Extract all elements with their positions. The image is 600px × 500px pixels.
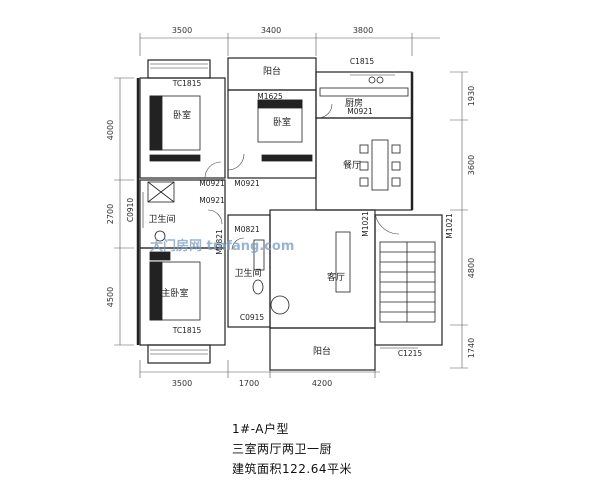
room-dining: 餐厅 — [343, 159, 361, 171]
code-door-entry-left: M1021 — [361, 211, 370, 237]
room-balcony-top: 阳台 — [263, 65, 281, 77]
room-bedroom-top-left: 卧室 — [173, 109, 191, 121]
code-door-b: M0921 — [234, 179, 260, 188]
walls — [136, 57, 443, 371]
dim-left-1: 4000 — [106, 120, 115, 140]
code-door-c: M0921 — [199, 196, 225, 205]
dim-right-3: 4800 — [467, 258, 476, 278]
code-window-kitchen: C1815 — [350, 57, 375, 66]
room-living: 客厅 — [327, 271, 345, 283]
caption-layout: 三室两厅两卫一厨 — [232, 442, 333, 456]
code-door-entry-right: M1021 — [445, 213, 454, 239]
caption-area: 建筑面积122.64平米 — [232, 462, 352, 476]
dim-left-2: 2700 — [106, 204, 115, 224]
dim-bottom-2: 1700 — [239, 379, 259, 388]
room-bathroom-mid: 卫生间 — [234, 267, 261, 279]
watermark: 大门房网 tmfang.com — [150, 238, 294, 254]
door-swings — [204, 103, 400, 251]
dim-right-1: 1930 — [467, 86, 476, 106]
room-balcony-bottom: 阳台 — [313, 345, 331, 357]
code-window-bath-mid: C0915 — [240, 313, 265, 322]
dim-right-4: 1740 — [467, 338, 476, 358]
code-door-a: M0921 — [199, 179, 225, 188]
dim-bottom-3: 4200 — [312, 379, 332, 388]
furniture — [147, 76, 436, 323]
dim-top-1: 3500 — [172, 26, 192, 35]
code-door-d: M0821 — [234, 225, 260, 234]
room-bathroom-left: 卫生间 — [148, 213, 175, 225]
dimension-lines — [114, 33, 468, 378]
dim-bottom-1: 3500 — [172, 379, 192, 388]
dim-top-2: 3400 — [261, 26, 281, 35]
caption-unit-type: 1#-A户型 — [232, 422, 289, 436]
code-window-bottom-left: TC1815 — [172, 326, 202, 335]
dim-right-2: 3600 — [467, 155, 476, 175]
code-window-stair: C1215 — [398, 349, 423, 358]
window-marks — [139, 63, 418, 355]
room-kitchen: 厨房 — [345, 97, 363, 109]
room-bedroom-top-mid: 卧室 — [273, 116, 291, 128]
code-door-e: M0821 — [215, 229, 224, 255]
code-window-bath-left: C0910 — [126, 198, 135, 223]
code-door-bedroom-mid: M1625 — [257, 92, 283, 101]
dim-left-3: 4500 — [106, 287, 115, 307]
code-window-top-left: TC1815 — [172, 79, 202, 88]
dim-top-3: 3800 — [353, 26, 373, 35]
code-door-kitchen: M0921 — [347, 107, 373, 116]
room-bedroom-master: 主卧室 — [161, 287, 188, 299]
